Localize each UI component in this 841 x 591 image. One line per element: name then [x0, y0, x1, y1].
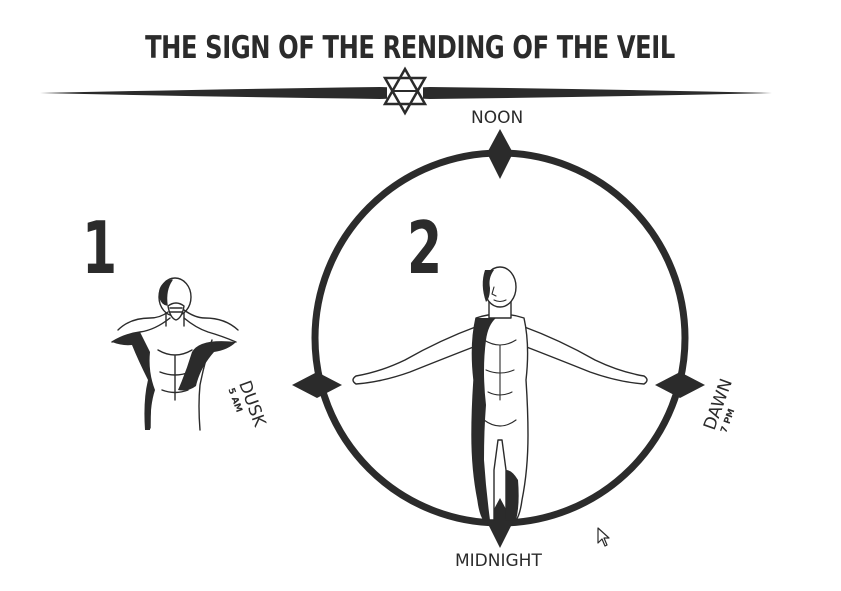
mouse-cursor-icon: [597, 527, 610, 547]
step-number-2: 2: [407, 206, 443, 290]
step-number-1: 1: [82, 206, 118, 290]
page-title: THE SIGN OF THE RENDING OF THE VEIL: [145, 30, 675, 66]
label-midnight: MIDNIGHT: [455, 551, 542, 571]
label-noon: NOON: [471, 108, 524, 128]
